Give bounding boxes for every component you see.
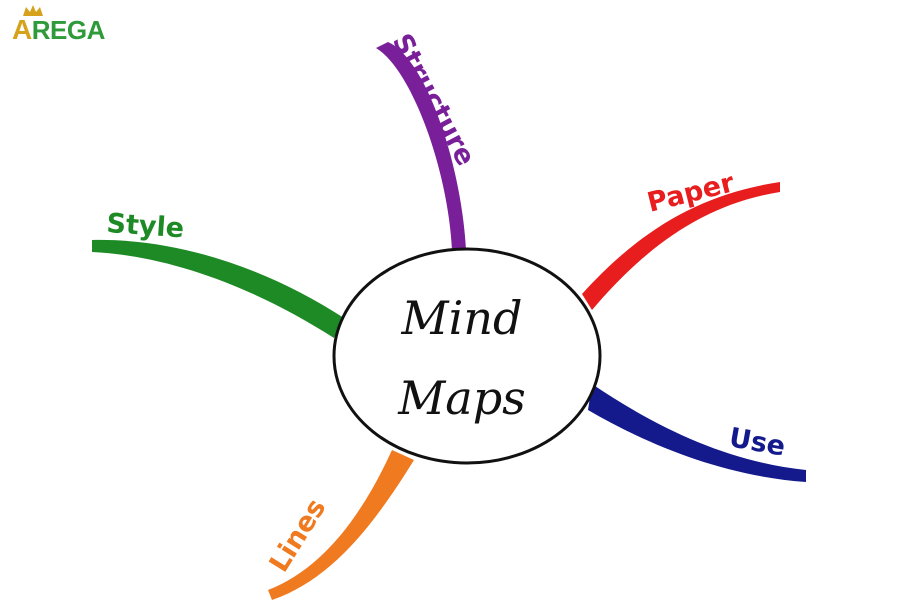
branch-use-line — [588, 384, 806, 482]
branch-style-label: Style — [106, 208, 186, 244]
branch-style-line — [92, 239, 344, 338]
center-title-line2: Maps — [397, 371, 526, 425]
logo-text: REGA — [31, 15, 106, 45]
crown-icon — [23, 5, 43, 16]
logo-mark: A — [12, 14, 32, 45]
branch-structure-label: Structure — [386, 29, 481, 171]
branch-paper-line — [582, 182, 780, 310]
branch-structure-line — [376, 42, 466, 250]
center-title-line1: Mind — [401, 291, 523, 345]
branch-lines-line — [268, 450, 414, 600]
center-node — [332, 247, 602, 465]
